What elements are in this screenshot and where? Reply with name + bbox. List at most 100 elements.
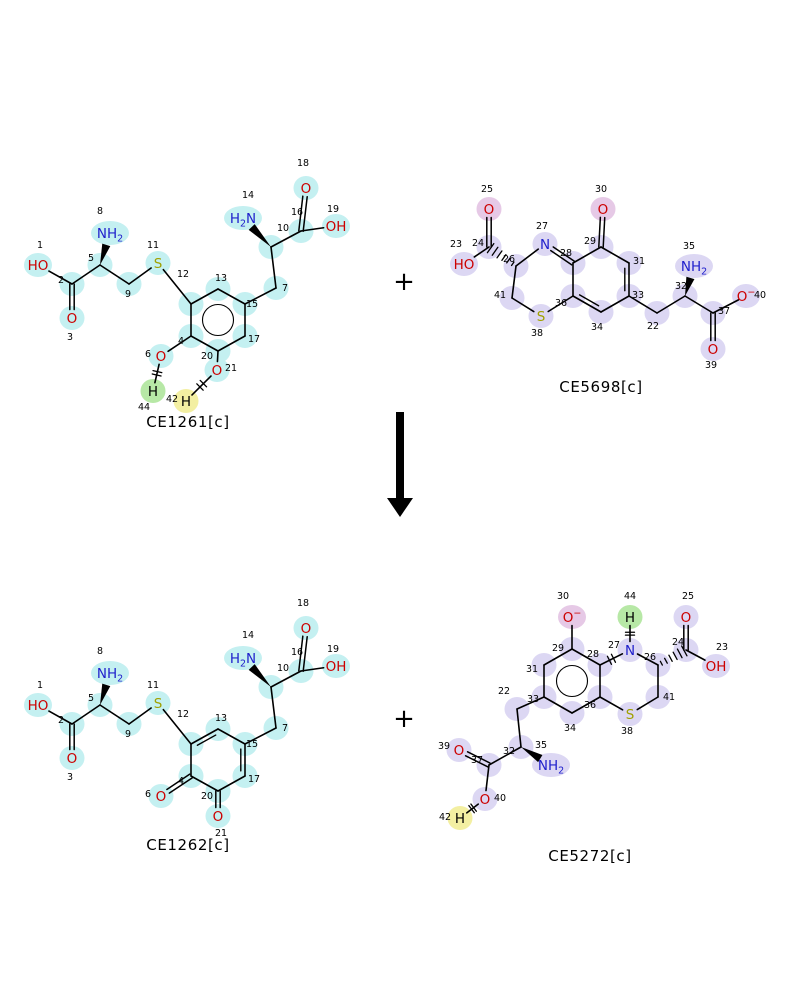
bond-29-31: [600, 246, 630, 264]
bond-10-14: [248, 224, 271, 247]
atom-highlight-8: [91, 221, 129, 245]
atom-label-19: OH: [326, 219, 347, 235]
atom-number-29: 29: [552, 643, 564, 654]
aromatic-ring-circle: [201, 303, 235, 337]
atom-number-34: 34: [591, 322, 603, 333]
atom-highlight-30: [590, 197, 616, 221]
bond-33-34: [543, 696, 573, 714]
bond-1-2: [48, 710, 73, 725]
atom-label-30: O: [598, 202, 609, 218]
atom-number-14: 14: [242, 190, 254, 201]
atom-number-27: 27: [608, 640, 620, 651]
atom-label-3: O: [67, 311, 78, 327]
bond-31-33: [624, 262, 630, 297]
atom-highlight-30: [558, 605, 586, 629]
bond-2-3: [69, 723, 75, 751]
bond-27-28: [550, 246, 575, 266]
atom-number-41: 41: [494, 290, 506, 301]
atom-number-44: 44: [138, 402, 150, 413]
bond-26-24: [486, 242, 515, 267]
atom-number-31: 31: [526, 664, 538, 675]
atom-highlight-27: [617, 638, 643, 662]
atom-highlight-35: [675, 254, 713, 278]
atom-number-37: 37: [718, 306, 730, 317]
atom-highlight-19: [322, 654, 350, 678]
bond-20-21: [216, 350, 219, 363]
atom-number-6: 6: [145, 349, 151, 360]
atom-label-11: S: [154, 256, 163, 272]
atom-highlight-18: [293, 616, 319, 640]
atom-number-17: 17: [248, 334, 260, 345]
atom-number-12: 12: [177, 269, 189, 280]
atom-highlight-23: [702, 654, 730, 678]
bond-7-10: [270, 686, 277, 729]
bond-36-38: [547, 295, 574, 313]
bond-7-10: [270, 246, 277, 289]
bond-34-36: [571, 696, 601, 714]
atom-number-36: 36: [584, 700, 596, 711]
atom-highlight-14: [224, 646, 262, 670]
atom-number-33: 33: [527, 694, 539, 705]
atom-number-27: 27: [536, 221, 548, 232]
atom-label-25: O: [484, 202, 495, 218]
atom-highlight-1: [24, 253, 52, 277]
atom-number-32: 32: [503, 746, 515, 757]
atom-number-8: 8: [97, 206, 103, 217]
atom-highlight-44: [617, 605, 643, 629]
molecule-label-CE5272: CE5272[c]: [548, 847, 631, 865]
bond-13-15: [217, 728, 246, 745]
atom-label-8: NH2: [97, 666, 123, 685]
atom-number-13: 13: [215, 273, 227, 284]
atom-label-23: OH: [706, 659, 727, 675]
atom-number-19: 19: [327, 644, 339, 655]
atom-number-7: 7: [282, 723, 288, 734]
atom-highlight-3: [59, 746, 85, 770]
bond-20-4: [190, 335, 219, 352]
atom-number-44: 44: [624, 591, 636, 602]
atom-highlight-38: [617, 702, 643, 726]
atom-number-28: 28: [560, 248, 572, 259]
bond-2-5: [71, 704, 101, 725]
atom-number-4: 4: [178, 336, 184, 347]
atom-number-25: 25: [481, 184, 493, 195]
atom-highlight-44: [140, 379, 166, 403]
atom-number-20: 20: [201, 791, 213, 802]
atom-number-25: 25: [682, 591, 694, 602]
bond-12-13: [190, 288, 219, 305]
bond-37-40: [485, 764, 490, 792]
bond-37-39: [710, 312, 716, 342]
bond-28-29: [571, 648, 601, 666]
atom-label-30: O−: [563, 608, 582, 626]
atom-number-11: 11: [147, 680, 159, 691]
atom-highlight-25: [673, 605, 699, 629]
bond-27-28: [599, 653, 624, 666]
atom-highlight-23: [450, 252, 478, 276]
atom-number-34: 34: [564, 723, 576, 734]
molecule-label-CE5698: CE5698[c]: [559, 378, 642, 396]
atom-number-18: 18: [297, 158, 309, 169]
atom-highlight-38: [528, 304, 554, 328]
atom-number-40: 40: [754, 290, 766, 301]
plus-operator-2: +: [393, 704, 415, 734]
atom-label-44: H: [625, 610, 635, 626]
atom-number-1: 1: [37, 680, 43, 691]
atom-label-40: O: [480, 792, 491, 808]
bond-22-32: [656, 295, 686, 314]
atom-number-24: 24: [672, 637, 684, 648]
bond-37-39: [464, 751, 491, 768]
atom-number-16: 16: [291, 207, 303, 218]
bond-26-24: [659, 645, 688, 666]
atom-number-37: 37: [471, 755, 483, 766]
atom-number-9: 9: [125, 289, 131, 300]
atom-label-38: S: [626, 707, 635, 723]
atom-highlight-14: [224, 206, 262, 230]
bond-41-26: [511, 265, 517, 299]
atom-label-6: O: [156, 789, 167, 805]
atom-number-29: 29: [584, 236, 596, 247]
bond-10-16: [270, 670, 302, 688]
atom-label-21: O: [213, 809, 224, 825]
bond-41-38: [636, 696, 659, 711]
atom-label-25: O: [681, 610, 692, 626]
atom-highlight-40: [472, 787, 498, 811]
